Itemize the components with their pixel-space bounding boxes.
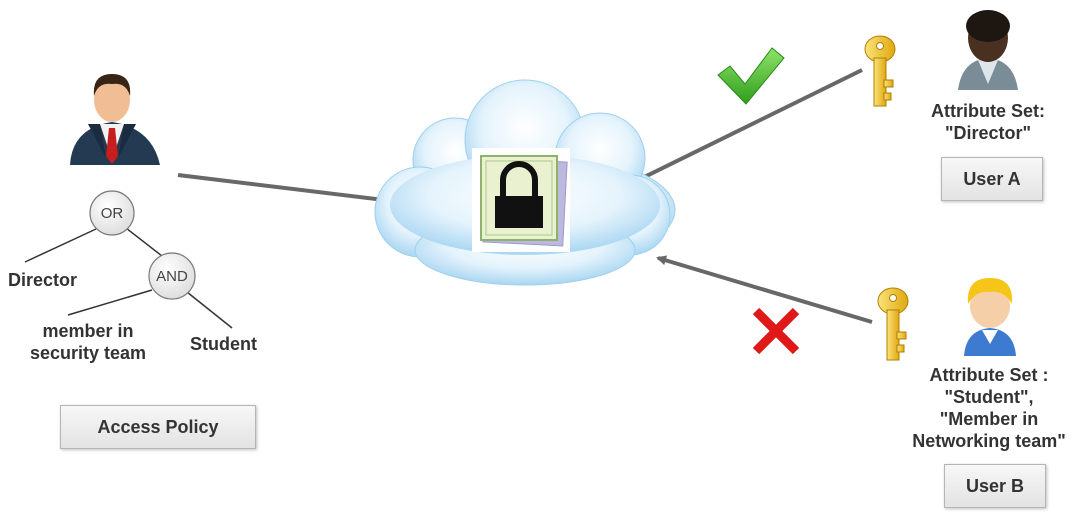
user-a-box: User A: [941, 157, 1043, 201]
user-b-avatar: [964, 278, 1016, 356]
user-a-avatar: [958, 10, 1018, 90]
policy-leaf-member: member in security team: [18, 320, 158, 364]
or-node: [89, 190, 135, 236]
user-b-attr-line1: Attribute Set :: [929, 365, 1049, 385]
key-icon-user-a: [864, 35, 896, 107]
or-node-label: OR: [101, 205, 124, 222]
owner-to-cloud-arrow: [177, 173, 394, 205]
user-b-attr-line2: "Student",: [944, 387, 1034, 407]
user-a-attr-line2: "Director": [944, 123, 1032, 143]
user-a-attribute-set: Attribute Set: "Director": [918, 100, 1058, 144]
policy-leaf-director: Director: [8, 270, 78, 290]
padlock-icon: [472, 148, 570, 252]
policy-tree: OR AND: [24, 190, 233, 329]
key-icon-user-b: [877, 287, 909, 361]
user-b-attr-line3: "Member in: [939, 409, 1039, 429]
user-a-attr-line1: Attribute Set:: [931, 101, 1045, 121]
policy-leaf-member-line2: security team: [29, 343, 147, 363]
checkmark-icon: [717, 47, 785, 105]
user-a-to-cloud-arrow: [620, 68, 863, 190]
user-b-to-cloud-arrow: [656, 255, 873, 324]
user-b-attribute-set: Attribute Set : "Student", "Member in Ne…: [898, 364, 1080, 452]
and-node: [148, 252, 196, 300]
policy-leaf-member-line1: member in: [42, 321, 134, 341]
businessman-icon: [70, 74, 160, 165]
and-node-label: AND: [156, 268, 188, 285]
access-policy-box: Access Policy: [60, 405, 256, 449]
user-b-box: User B: [944, 464, 1046, 508]
policy-leaf-student: Student: [190, 334, 257, 354]
cross-icon: [752, 307, 800, 355]
user-b-attr-line4: Networking team": [912, 431, 1066, 451]
